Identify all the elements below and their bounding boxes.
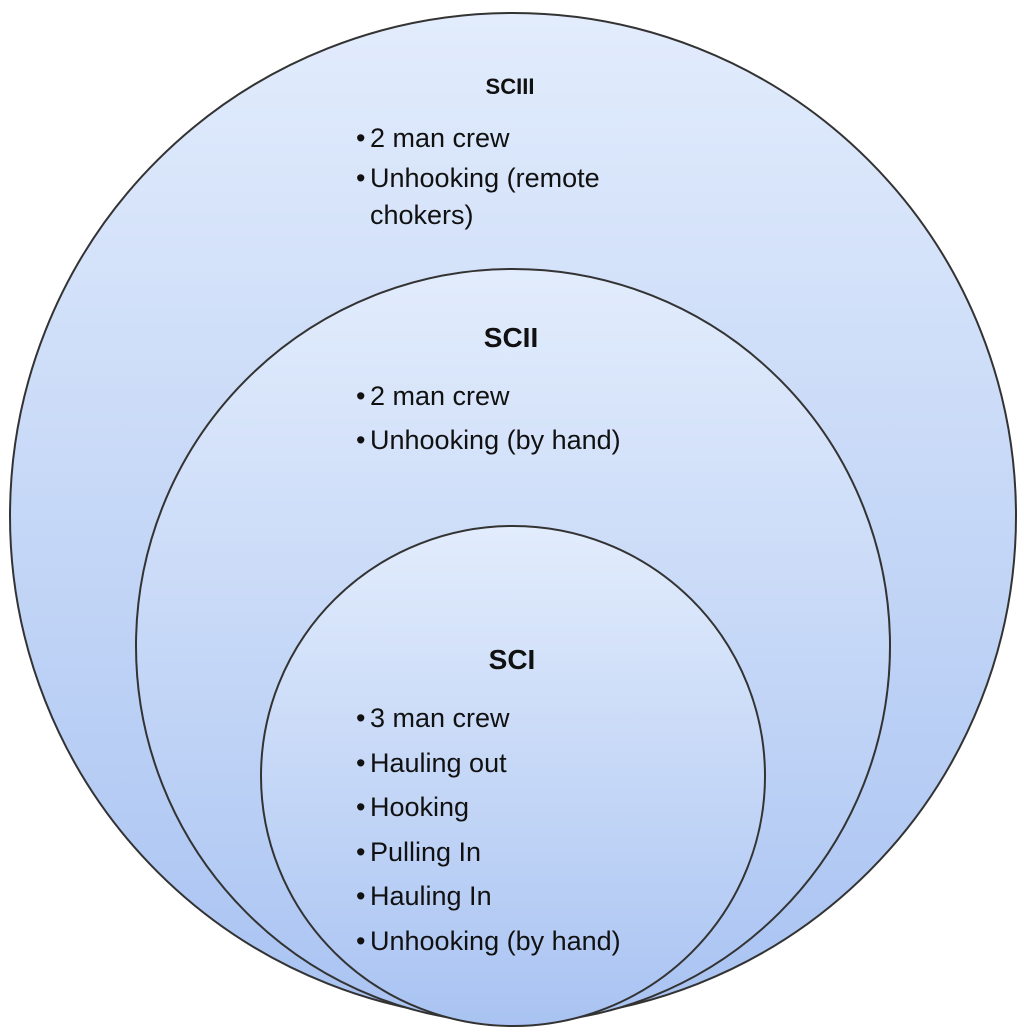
list-item: •2 man crew: [356, 118, 600, 158]
list-item: •3 man crew: [356, 696, 621, 741]
sciii-bullet-list: •2 man crew •Unhooking (remote chokers): [356, 118, 600, 232]
list-item: •Hooking: [356, 785, 621, 830]
bullet-dot: •: [356, 381, 366, 411]
bullet-dot: •: [356, 163, 366, 193]
list-item: •Unhooking (remote: [356, 158, 600, 198]
bullet-dot: •: [356, 123, 366, 153]
list-item: •Hauling out: [356, 741, 621, 786]
list-item: •Unhooking (by hand): [356, 919, 621, 964]
list-item: •Pulling In: [356, 830, 621, 875]
bullet-dot: •: [356, 792, 366, 822]
scii-title: SCII: [483, 322, 539, 353]
circle-sci: [260, 525, 766, 1027]
list-item: •Unhooking (by hand): [356, 418, 621, 462]
bullet-dot: •: [356, 925, 366, 956]
bullet-dot: •: [356, 425, 366, 455]
bullet-dot: •: [356, 881, 366, 911]
list-item: •Hauling In: [356, 874, 621, 919]
sciii-title: SCIII: [485, 74, 535, 99]
list-item: •2 man crew: [356, 374, 621, 418]
sci-bullet-list: •3 man crew •Hauling out •Hooking •Pulli…: [356, 696, 621, 963]
bullet-dot: •: [356, 747, 366, 778]
scii-bullet-list: •2 man crew •Unhooking (by hand): [356, 374, 621, 462]
list-item-continuation: chokers): [370, 200, 474, 230]
bullet-dot: •: [356, 703, 366, 733]
sci-title: SCI: [488, 644, 536, 675]
bullet-dot: •: [356, 836, 366, 867]
